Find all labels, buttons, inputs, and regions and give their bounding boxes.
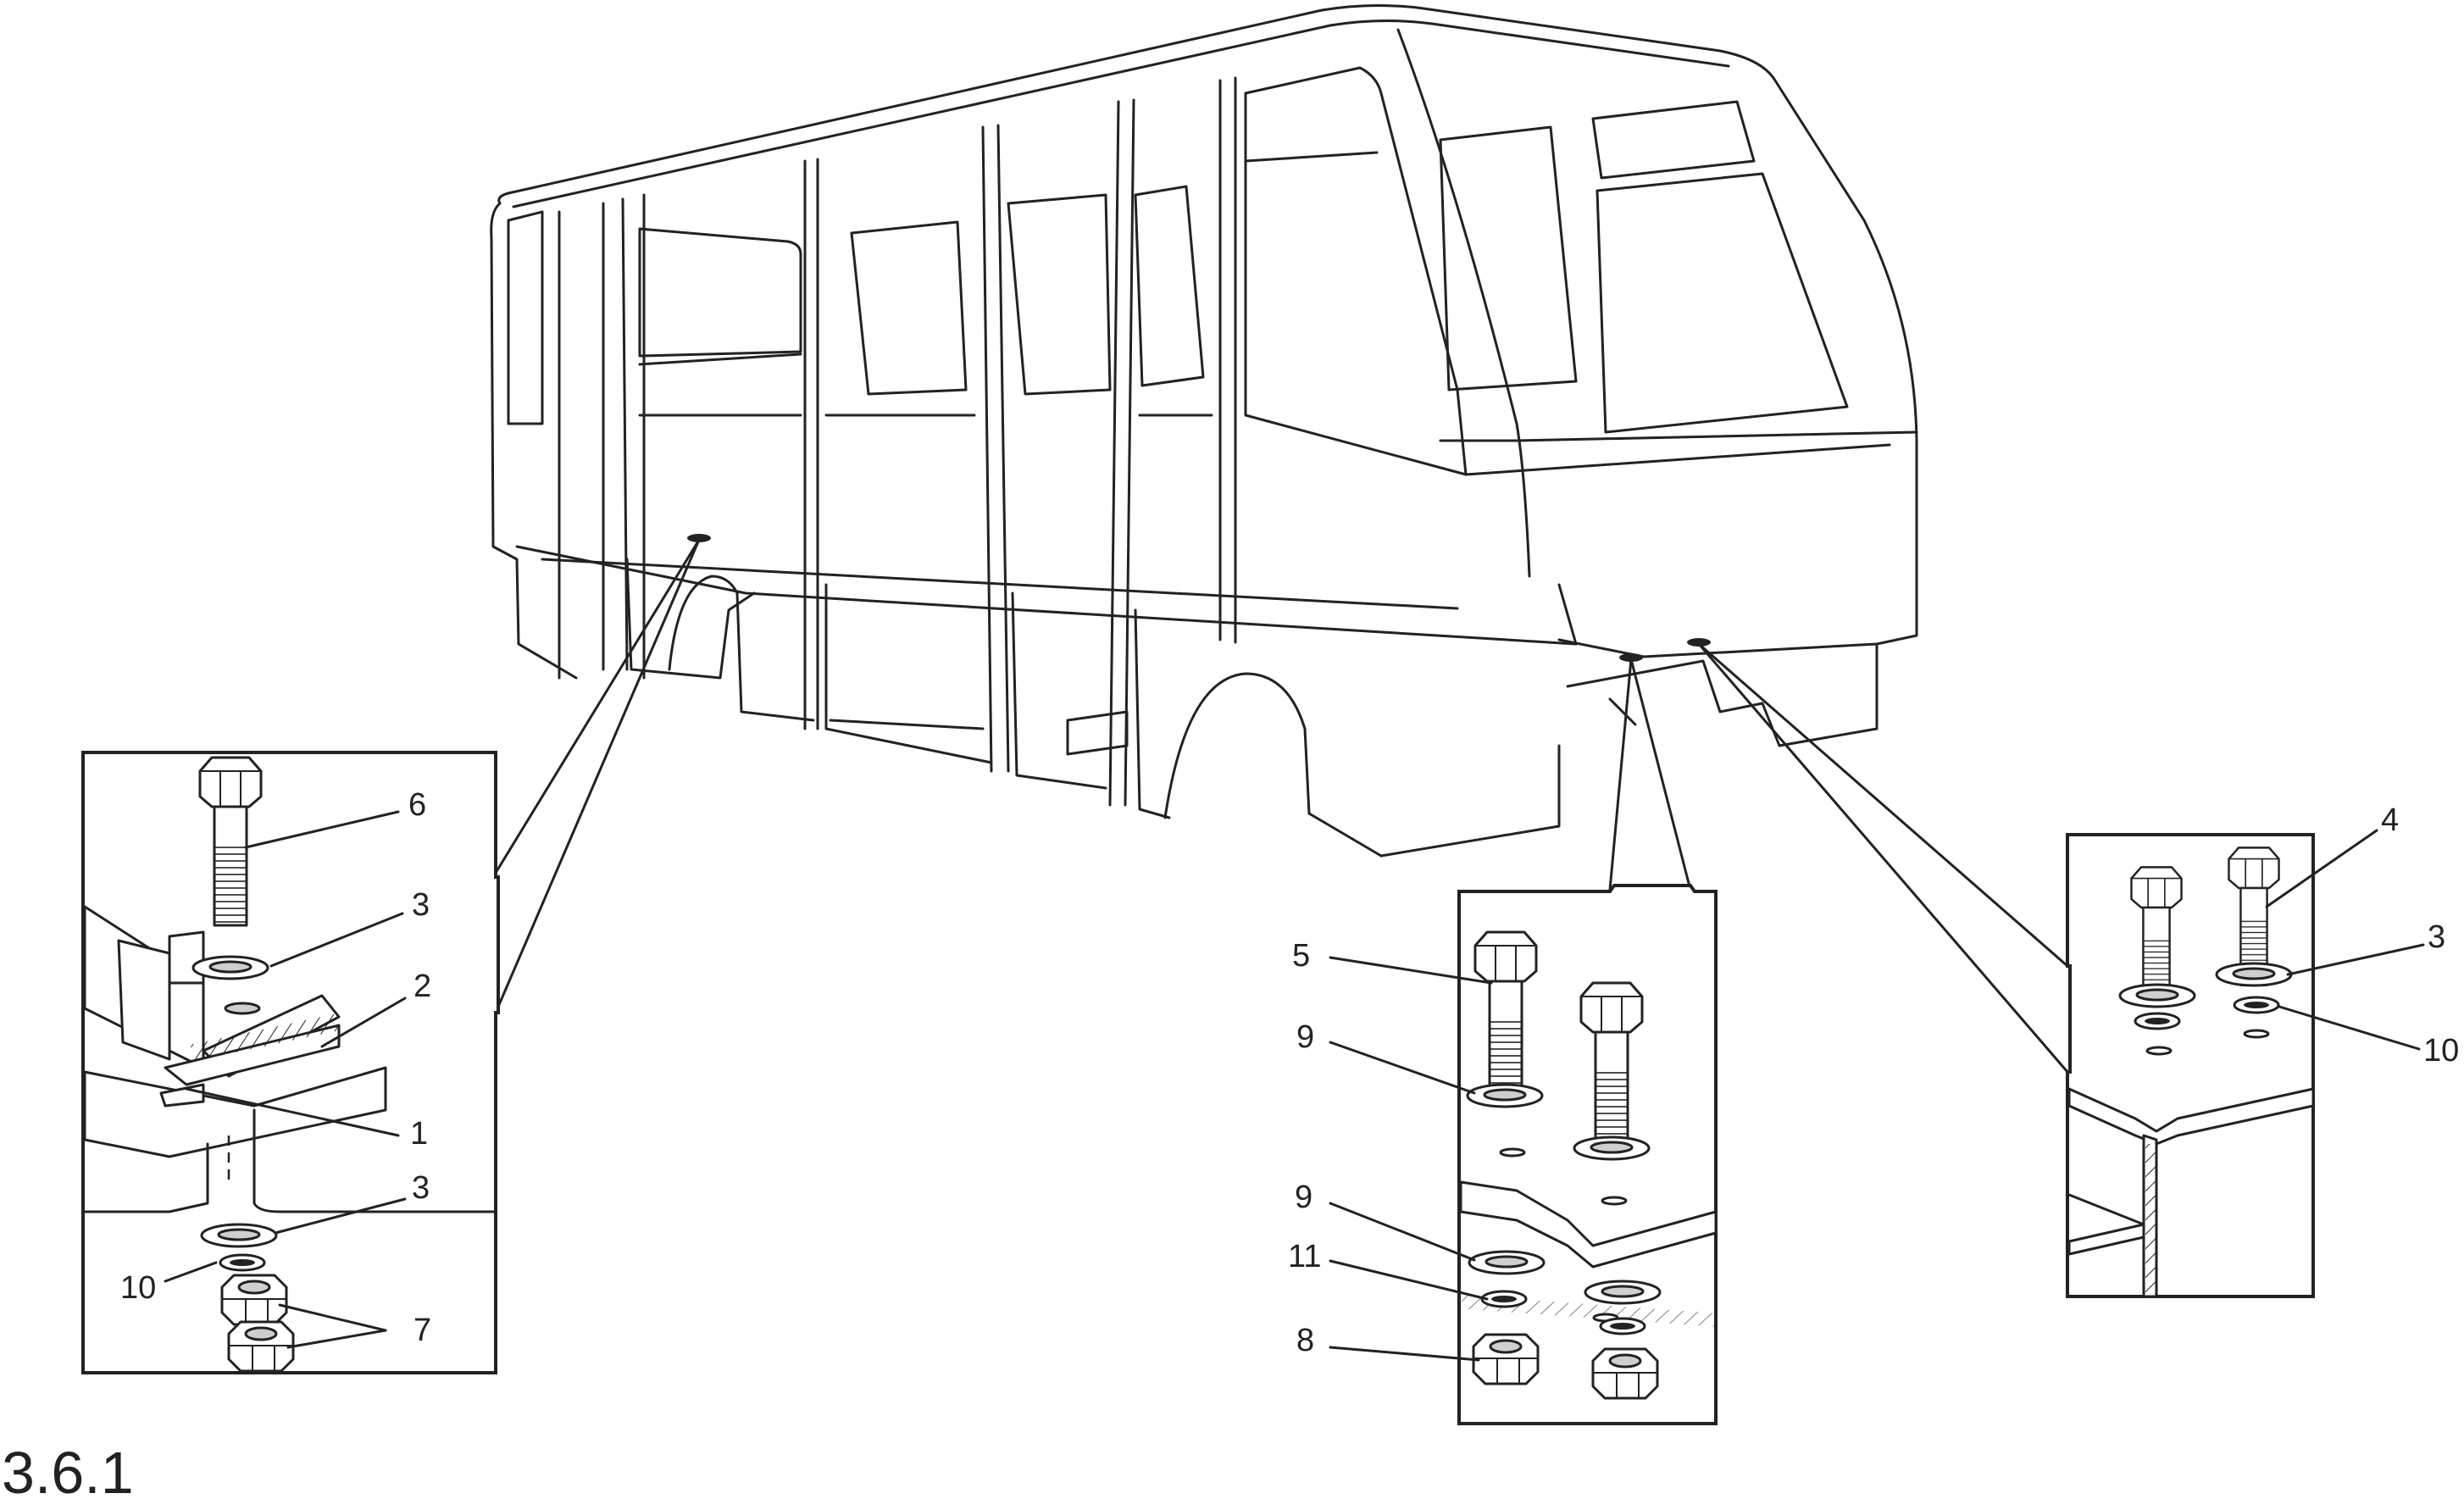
callout-1: 1 bbox=[410, 1116, 428, 1152]
callout-4: 4 bbox=[2381, 802, 2399, 838]
nut-8 bbox=[1472, 1333, 1540, 1385]
washer-9-bottom bbox=[1468, 1250, 1546, 1275]
callout-5: 5 bbox=[1292, 938, 1310, 974]
callout-8: 8 bbox=[1296, 1323, 1314, 1358]
nut-7-upper bbox=[220, 1274, 288, 1326]
detail-middle-mounting: 5 9 9 11 8 bbox=[1288, 884, 1718, 1425]
bus-body-frame bbox=[490, 3, 1918, 858]
washer-9-top bbox=[1466, 1083, 1544, 1108]
washer-3-right-left bbox=[2118, 983, 2196, 1008]
lock-washer-11 bbox=[1480, 1290, 1528, 1308]
washer-3-right bbox=[2215, 962, 2293, 987]
callout-10: 10 bbox=[120, 1270, 156, 1306]
detail-left-mounting: 6 3 2 1 3 10 7 bbox=[81, 751, 500, 1374]
callout-9-top: 9 bbox=[1296, 1019, 1314, 1055]
lock-washer-10-right bbox=[2233, 996, 2280, 1014]
callout-6: 6 bbox=[408, 787, 426, 823]
callout-3-top: 3 bbox=[412, 887, 430, 923]
lock-washer-10 bbox=[219, 1253, 266, 1272]
figure-number: 3.6.1 bbox=[2, 1440, 134, 1499]
zoom-leader-lines bbox=[494, 538, 2069, 1074]
detail-right-mounting: 4 3 10 bbox=[2066, 802, 2459, 1298]
washer-9-top-second bbox=[1573, 1135, 1651, 1161]
nut-8-second bbox=[1591, 1347, 1659, 1400]
callout-9-bottom: 9 bbox=[1295, 1180, 1312, 1215]
callout-3-bottom: 3 bbox=[412, 1170, 430, 1206]
lock-washer-10-right-left bbox=[2134, 1012, 2181, 1030]
washer-3-top bbox=[191, 955, 269, 980]
lock-washer-11-second bbox=[1599, 1317, 1646, 1335]
washer-9-bottom-second bbox=[1584, 1280, 1662, 1305]
washer-3-bottom bbox=[200, 1223, 278, 1248]
callout-2: 2 bbox=[413, 969, 431, 1004]
callout-10-right: 10 bbox=[2423, 1033, 2459, 1069]
nut-7-lower bbox=[227, 1320, 295, 1373]
callout-7: 7 bbox=[413, 1313, 431, 1348]
callout-3-right: 3 bbox=[2428, 919, 2445, 955]
callout-11: 11 bbox=[1288, 1239, 1321, 1274]
